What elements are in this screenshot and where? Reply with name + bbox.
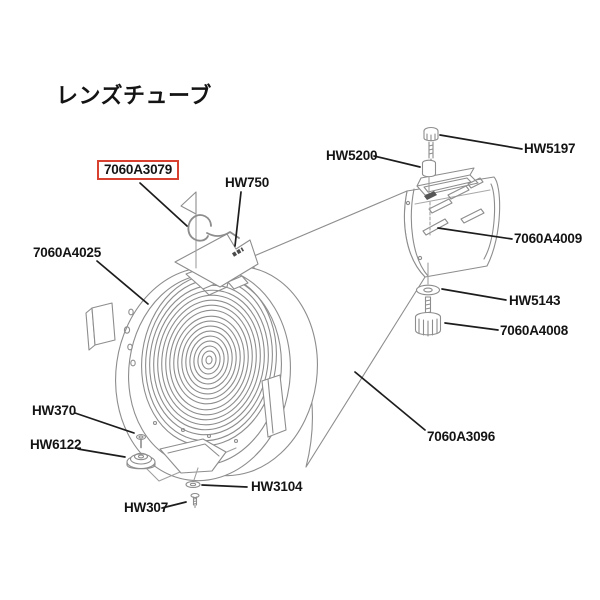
part-label-HW5197[interactable]: HW5197: [524, 141, 576, 156]
part-label-7060A3079[interactable]: 7060A3079: [97, 160, 180, 181]
mounting-plate: [174, 191, 259, 288]
diagram-title: レンズチューブ: [56, 83, 212, 108]
part-label-HW3104[interactable]: HW3104: [251, 479, 303, 494]
spacer-hw5200: [421, 158, 437, 238]
part-label-HW307[interactable]: HW307: [124, 500, 169, 515]
fresnel-lens-assembly: [85, 263, 318, 482]
screw-hw307: [190, 492, 200, 509]
leader-lines: [74, 134, 523, 509]
part-label-7060A4008[interactable]: 7060A4008: [500, 323, 569, 338]
part-label-7060A4025[interactable]: 7060A4025: [33, 245, 102, 260]
bottom-bracket: [159, 438, 227, 481]
part-label-7060A4009[interactable]: 7060A4009: [514, 231, 583, 246]
screw-hw370: [135, 434, 147, 449]
part-label-HW370[interactable]: HW370: [32, 403, 77, 418]
washer-hw3104: [185, 480, 201, 489]
part-label-HW6122[interactable]: HW6122: [30, 437, 82, 452]
rear-tube: [403, 167, 501, 278]
screw-hw5197: [423, 126, 439, 159]
part-label-HW750[interactable]: HW750: [225, 175, 270, 190]
knob-7060a4008: [414, 296, 442, 337]
washer-hw5143: [415, 262, 441, 296]
retaining-clip: [187, 214, 240, 242]
spring-pin: [231, 247, 245, 257]
part-label-HW5200[interactable]: HW5200: [326, 148, 378, 163]
part-label-HW5143[interactable]: HW5143: [509, 293, 561, 308]
part-label-7060A3096[interactable]: 7060A3096: [427, 429, 496, 444]
